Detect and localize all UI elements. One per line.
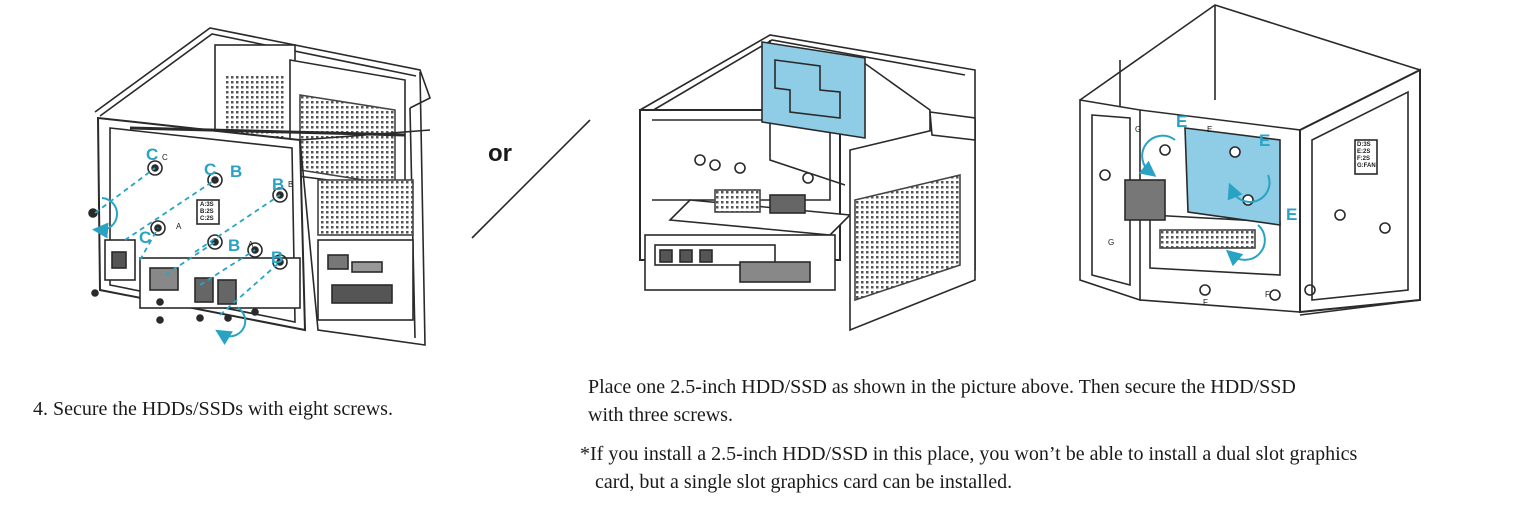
figure-2-chassis [639, 34, 976, 332]
note-line-2: card, but a single slot graphics card ca… [595, 471, 1013, 493]
fig3-small-g1: G [1135, 125, 1142, 134]
fig3-small-e: E [1207, 125, 1213, 134]
step-4-caption: 4. Secure the HDDs/SSDs with eight screw… [33, 398, 393, 420]
fig3-panel-g: G:FAN [1357, 163, 1376, 169]
fig1-label-c2: C [204, 160, 217, 179]
fig1-small-b: B [288, 180, 294, 189]
fig1-panel-c: C:2S [200, 216, 214, 222]
fig3-label-e2: E [1259, 131, 1271, 150]
fig1-panel-a: A:3S [200, 202, 214, 208]
figure-1-screw-guides [94, 167, 281, 316]
fig3-label-e3: E [1286, 205, 1298, 224]
fig1-label-b4: B [271, 248, 284, 267]
figure-2-drive [761, 41, 866, 139]
alt-instruction-line-1: Place one 2.5-inch HDD/SSD as shown in t… [588, 376, 1296, 398]
fig3-label-e1: E [1176, 112, 1188, 131]
figure-1-rotation-arrows [92, 197, 247, 346]
fig1-panel-b: B:2S [200, 209, 214, 215]
fig1-label-c3: C [139, 228, 152, 247]
fig1-label-b3: B [228, 236, 241, 255]
fig3-panel-d: D:3S [1357, 142, 1371, 148]
note-line-1: *If you install a 2.5-inch HDD/SSD in th… [580, 443, 1358, 465]
fig3-panel-e: E:2S [1357, 149, 1371, 155]
fig1-label-b2: B [272, 175, 285, 194]
fig1-label-b1: B [230, 162, 243, 181]
fig3-small-f1: F [1203, 298, 1208, 307]
figure-3-chassis [1079, 4, 1421, 316]
fig1-small-a2: A [248, 240, 254, 249]
fig3-panel-f: F:2S [1357, 156, 1371, 162]
figure-3-rotation-arrows [1138, 134, 1271, 267]
or-label: or [488, 140, 512, 167]
fig1-label-panel: A:3S B:2S C:2S [200, 202, 214, 223]
figure-1-chassis [88, 27, 431, 346]
fig3-small-f2: F [1265, 290, 1270, 299]
fig1-label-c1: C [146, 145, 159, 164]
fig1-small-c: C [162, 153, 168, 162]
fig3-label-panel: D:3S E:2S F:2S G:FAN [1357, 142, 1376, 170]
divider-line [471, 119, 591, 239]
fig1-small-a1: A [176, 222, 182, 231]
fig3-small-g2: G [1108, 238, 1115, 247]
alt-instruction-line-2: with three screws. [588, 404, 733, 426]
